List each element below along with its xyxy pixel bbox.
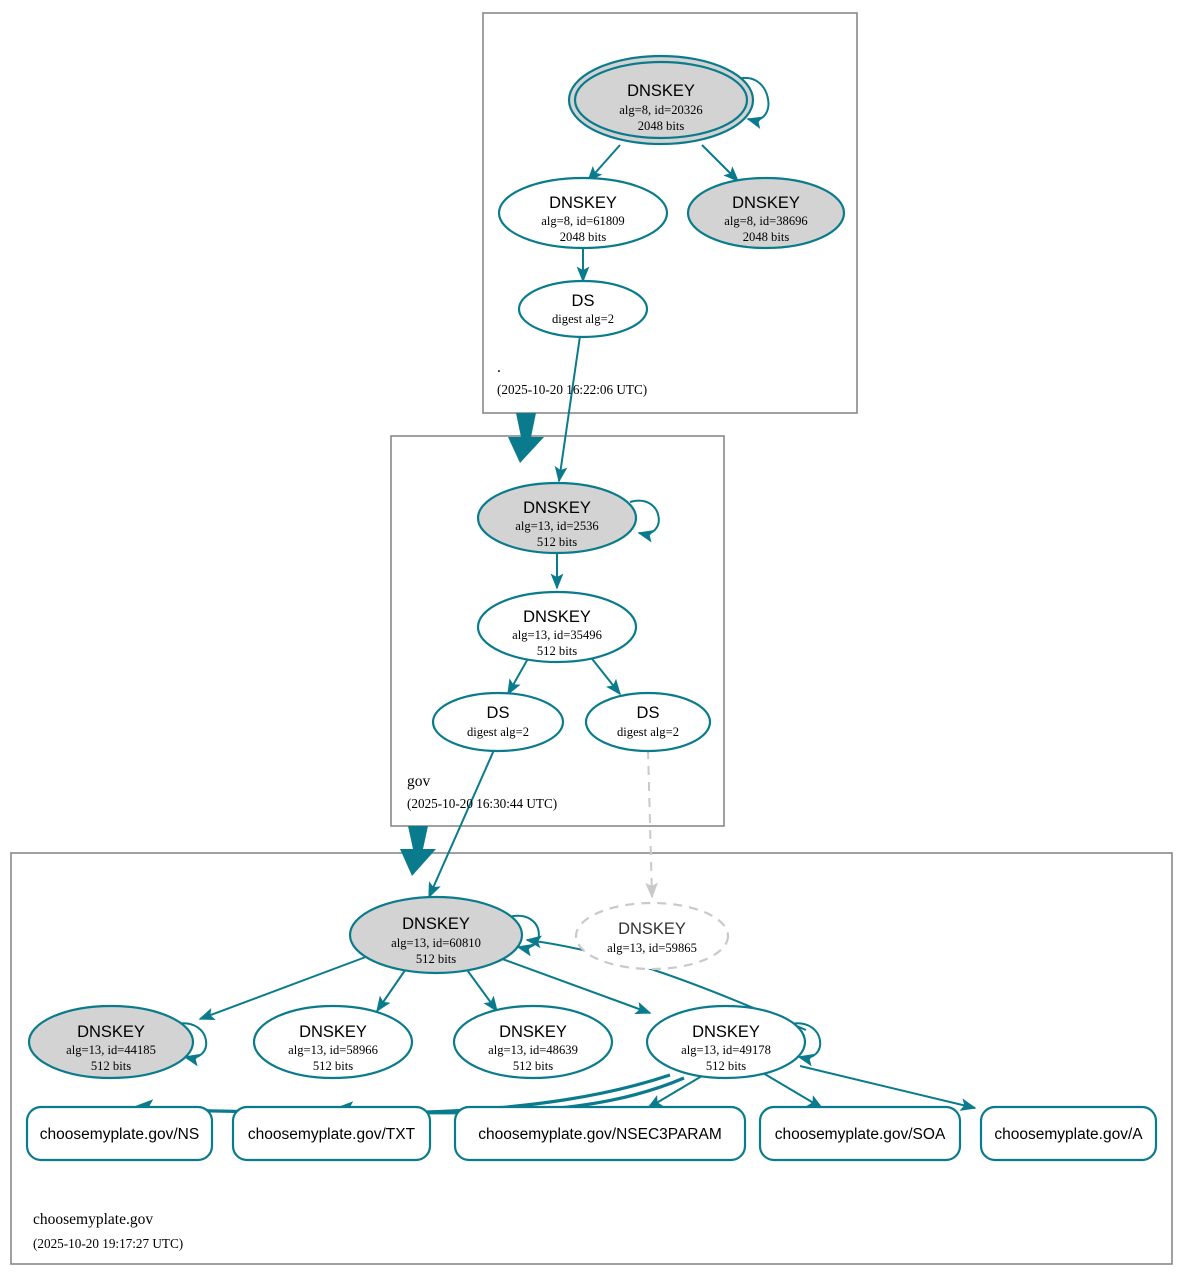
node-detail: alg=13, id=59865 [607,941,697,955]
edge-gov-zsk-to-ds-b [588,654,621,696]
edge-root-ksk-to-61809 [586,144,621,183]
zone-box-gov [390,435,725,827]
rrset-label: choosemyplate.gov/A [994,1126,1143,1143]
node-bits: 512 bits [91,1059,131,1073]
node-cmp-key-58966[interactable]: DNSKEY alg=13, id=58966 512 bits [252,1004,414,1080]
rrset-soa[interactable]: choosemyplate.gov/SOA [758,1105,962,1162]
node-root-ksk-20326[interactable]: DNSKEY alg=8, id=20326 2048 bits [567,54,755,146]
node-detail: alg=13, id=58966 [288,1043,378,1057]
rrset-a[interactable]: choosemyplate.gov/A [979,1105,1158,1162]
node-bits: 2048 bits [743,230,790,244]
zone-label-root: . [497,359,501,376]
edge-cmp-ksk-to-49178 [496,956,652,1015]
rrset-txt[interactable]: choosemyplate.gov/TXT [231,1105,432,1162]
node-title: DS [637,704,660,722]
zone-timestamp-gov: (2025-10-20 16:30:44 UTC) [407,796,557,811]
node-detail: alg=13, id=60810 [391,936,481,950]
node-cmp-key-44185[interactable]: DNSKEY alg=13, id=44185 512 bits [27,1004,195,1080]
edge-root-ksk-to-38696 [701,144,740,183]
edge-49178-to-a [799,1065,977,1111]
node-detail: alg=8, id=20326 [619,103,702,117]
edge-49178-to-soa [762,1072,824,1109]
rrset-label: choosemyplate.gov/TXT [248,1126,416,1143]
node-detail: alg=8, id=38696 [724,214,807,228]
node-title: DNSKEY [523,499,591,517]
node-title: DNSKEY [523,608,591,626]
edge-49178-to-nsec3param [646,1072,708,1109]
node-gov-ksk-2536[interactable]: DNSKEY alg=13, id=2536 512 bits [476,481,638,555]
node-title: DNSKEY [627,82,695,100]
node-bits: 512 bits [537,644,577,658]
edge-self-sign-gov-ksk [629,499,660,543]
zone-label-choosemyplate: choosemyplate.gov [33,1211,153,1228]
node-bits: 512 bits [313,1059,353,1073]
delegation-arrow-gov-to-choosemyplate [400,826,436,876]
node-root-ds-gov[interactable]: DS digest alg=2 [517,279,649,339]
node-detail: alg=8, id=61809 [541,214,624,228]
node-bits: 2048 bits [560,230,607,244]
zone-box-root [482,12,858,414]
rrset-label: choosemyplate.gov/SOA [775,1126,946,1143]
rrset-ns[interactable]: choosemyplate.gov/NS [25,1105,214,1162]
edge-cmp-ksk-to-44185 [198,954,372,1020]
node-root-key-38696[interactable]: DNSKEY alg=8, id=38696 2048 bits [686,176,846,250]
node-cmp-key-59865-inactive[interactable]: DNSKEY alg=13, id=59865 [574,901,730,971]
edge-gov-ds-to-cmp-ksk [428,749,495,899]
zone-timestamp-root: (2025-10-20 16:22:06 UTC) [497,382,647,397]
node-title: DNSKEY [692,1023,760,1041]
node-title: DNSKEY [618,920,686,938]
edge-self-sign-root-ksk [734,77,770,129]
node-bits: 512 bits [537,535,577,549]
node-cmp-ksk-60810[interactable]: DNSKEY alg=13, id=60810 512 bits [348,895,524,975]
node-detail: digest alg=2 [617,725,679,739]
node-bits: 2048 bits [638,119,685,133]
node-title: DNSKEY [499,1023,567,1041]
edge-self-sign-49178 [789,1022,822,1067]
node-detail: alg=13, id=48639 [488,1043,578,1057]
node-gov-ds-b[interactable]: DS digest alg=2 [584,691,712,753]
zone-box-choosemyplate [10,852,1173,1265]
edge-gov-zsk-to-ds-a [507,654,531,696]
node-detail: digest alg=2 [552,312,614,326]
node-title: DNSKEY [732,194,800,212]
node-title: DS [487,704,510,722]
rrset-label: choosemyplate.gov/NSEC3PARAM [478,1126,722,1143]
node-detail: alg=13, id=35496 [512,628,602,642]
delegation-arrow-root-to-gov [508,413,544,463]
node-title: DNSKEY [402,915,470,933]
node-detail: alg=13, id=2536 [515,519,598,533]
edge-root-ds-to-gov-ksk [554,335,581,483]
node-bits: 512 bits [513,1059,553,1073]
rrset-label: choosemyplate.gov/NS [40,1126,199,1143]
zone-label-gov: gov [407,773,431,790]
node-gov-ds-a[interactable]: DS digest alg=2 [431,691,565,753]
node-title: DNSKEY [299,1023,367,1041]
node-gov-zsk-35496[interactable]: DNSKEY alg=13, id=35496 512 bits [476,590,638,664]
node-detail: digest alg=2 [467,725,529,739]
node-detail: alg=13, id=44185 [66,1043,156,1057]
zone-timestamp-choosemyplate: (2025-10-20 19:17:27 UTC) [33,1236,183,1251]
node-title: DNSKEY [77,1023,145,1041]
node-bits: 512 bits [706,1059,746,1073]
edge-gov-ds-to-cmp-59865-inactive [645,749,659,899]
node-detail: alg=13, id=49178 [681,1043,771,1057]
node-cmp-key-49178[interactable]: DNSKEY alg=13, id=49178 512 bits [645,1004,807,1080]
node-root-zsk-61809[interactable]: DNSKEY alg=8, id=61809 2048 bits [497,176,669,250]
rrset-nsec3param[interactable]: choosemyplate.gov/NSEC3PARAM [453,1105,747,1162]
node-title: DS [572,292,595,310]
node-cmp-key-48639[interactable]: DNSKEY alg=13, id=48639 512 bits [452,1004,614,1080]
node-title: DNSKEY [549,194,617,212]
edge-self-sign-44185 [175,1022,208,1067]
node-bits: 512 bits [416,952,456,966]
